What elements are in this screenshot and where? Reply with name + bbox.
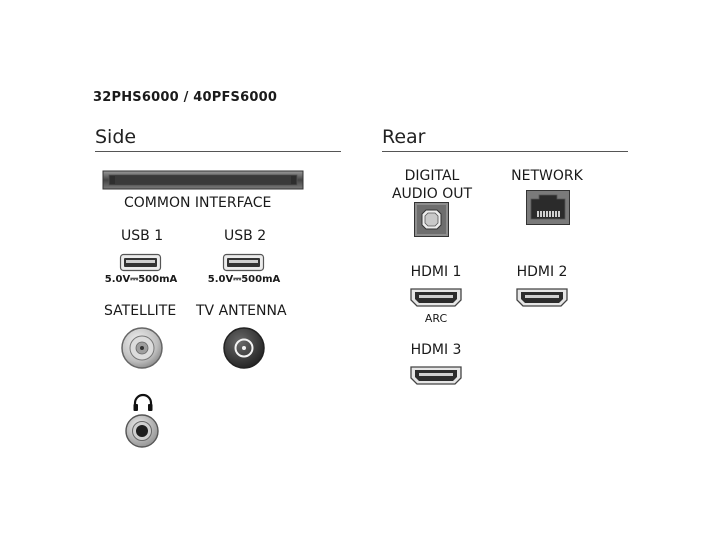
common-interface-slot: [102, 170, 304, 190]
rear-heading: Rear: [382, 126, 426, 148]
rear-divider: [382, 151, 628, 152]
model-title: 32PHS6000 / 40PFS6000: [93, 90, 278, 105]
tv-antenna-connector-icon: [223, 327, 265, 369]
common-interface-label: COMMON INTERFACE: [124, 195, 272, 211]
tv-antenna-label: TV ANTENNA: [196, 303, 287, 319]
side-heading: Side: [95, 126, 137, 148]
headphone-jack-icon: [125, 414, 159, 448]
headphones-icon: [133, 393, 153, 411]
hdmi2-label: HDMI 2: [516, 264, 568, 280]
satellite-label: SATELLITE: [104, 303, 177, 319]
usb2-spec: 5.0V⎓500mA: [207, 274, 281, 285]
optical-audio-port-icon: [414, 202, 449, 237]
usb1-spec: 5.0V⎓500mA: [104, 274, 178, 285]
usb2-port-icon: [222, 253, 265, 272]
hdmi1-port-icon: [410, 288, 462, 307]
hdmi3-label: HDMI 3: [410, 342, 462, 358]
network-ethernet-port-icon: [526, 190, 570, 225]
digital-audio-label-line2: AUDIO OUT: [391, 186, 473, 202]
hdmi1-label: HDMI 1: [410, 264, 462, 280]
satellite-connector-icon: [121, 327, 163, 369]
usb1-label: USB 1: [121, 228, 164, 244]
usb2-label: USB 2: [224, 228, 267, 244]
digital-audio-label-line1: DIGITAL: [404, 168, 460, 184]
hdmi3-port-icon: [410, 366, 462, 385]
network-label: NETWORK: [511, 168, 583, 184]
hdmi2-port-icon: [516, 288, 568, 307]
hdmi1-arc-label: ARC: [424, 312, 448, 325]
side-divider: [95, 151, 341, 152]
usb1-port-icon: [119, 253, 162, 272]
